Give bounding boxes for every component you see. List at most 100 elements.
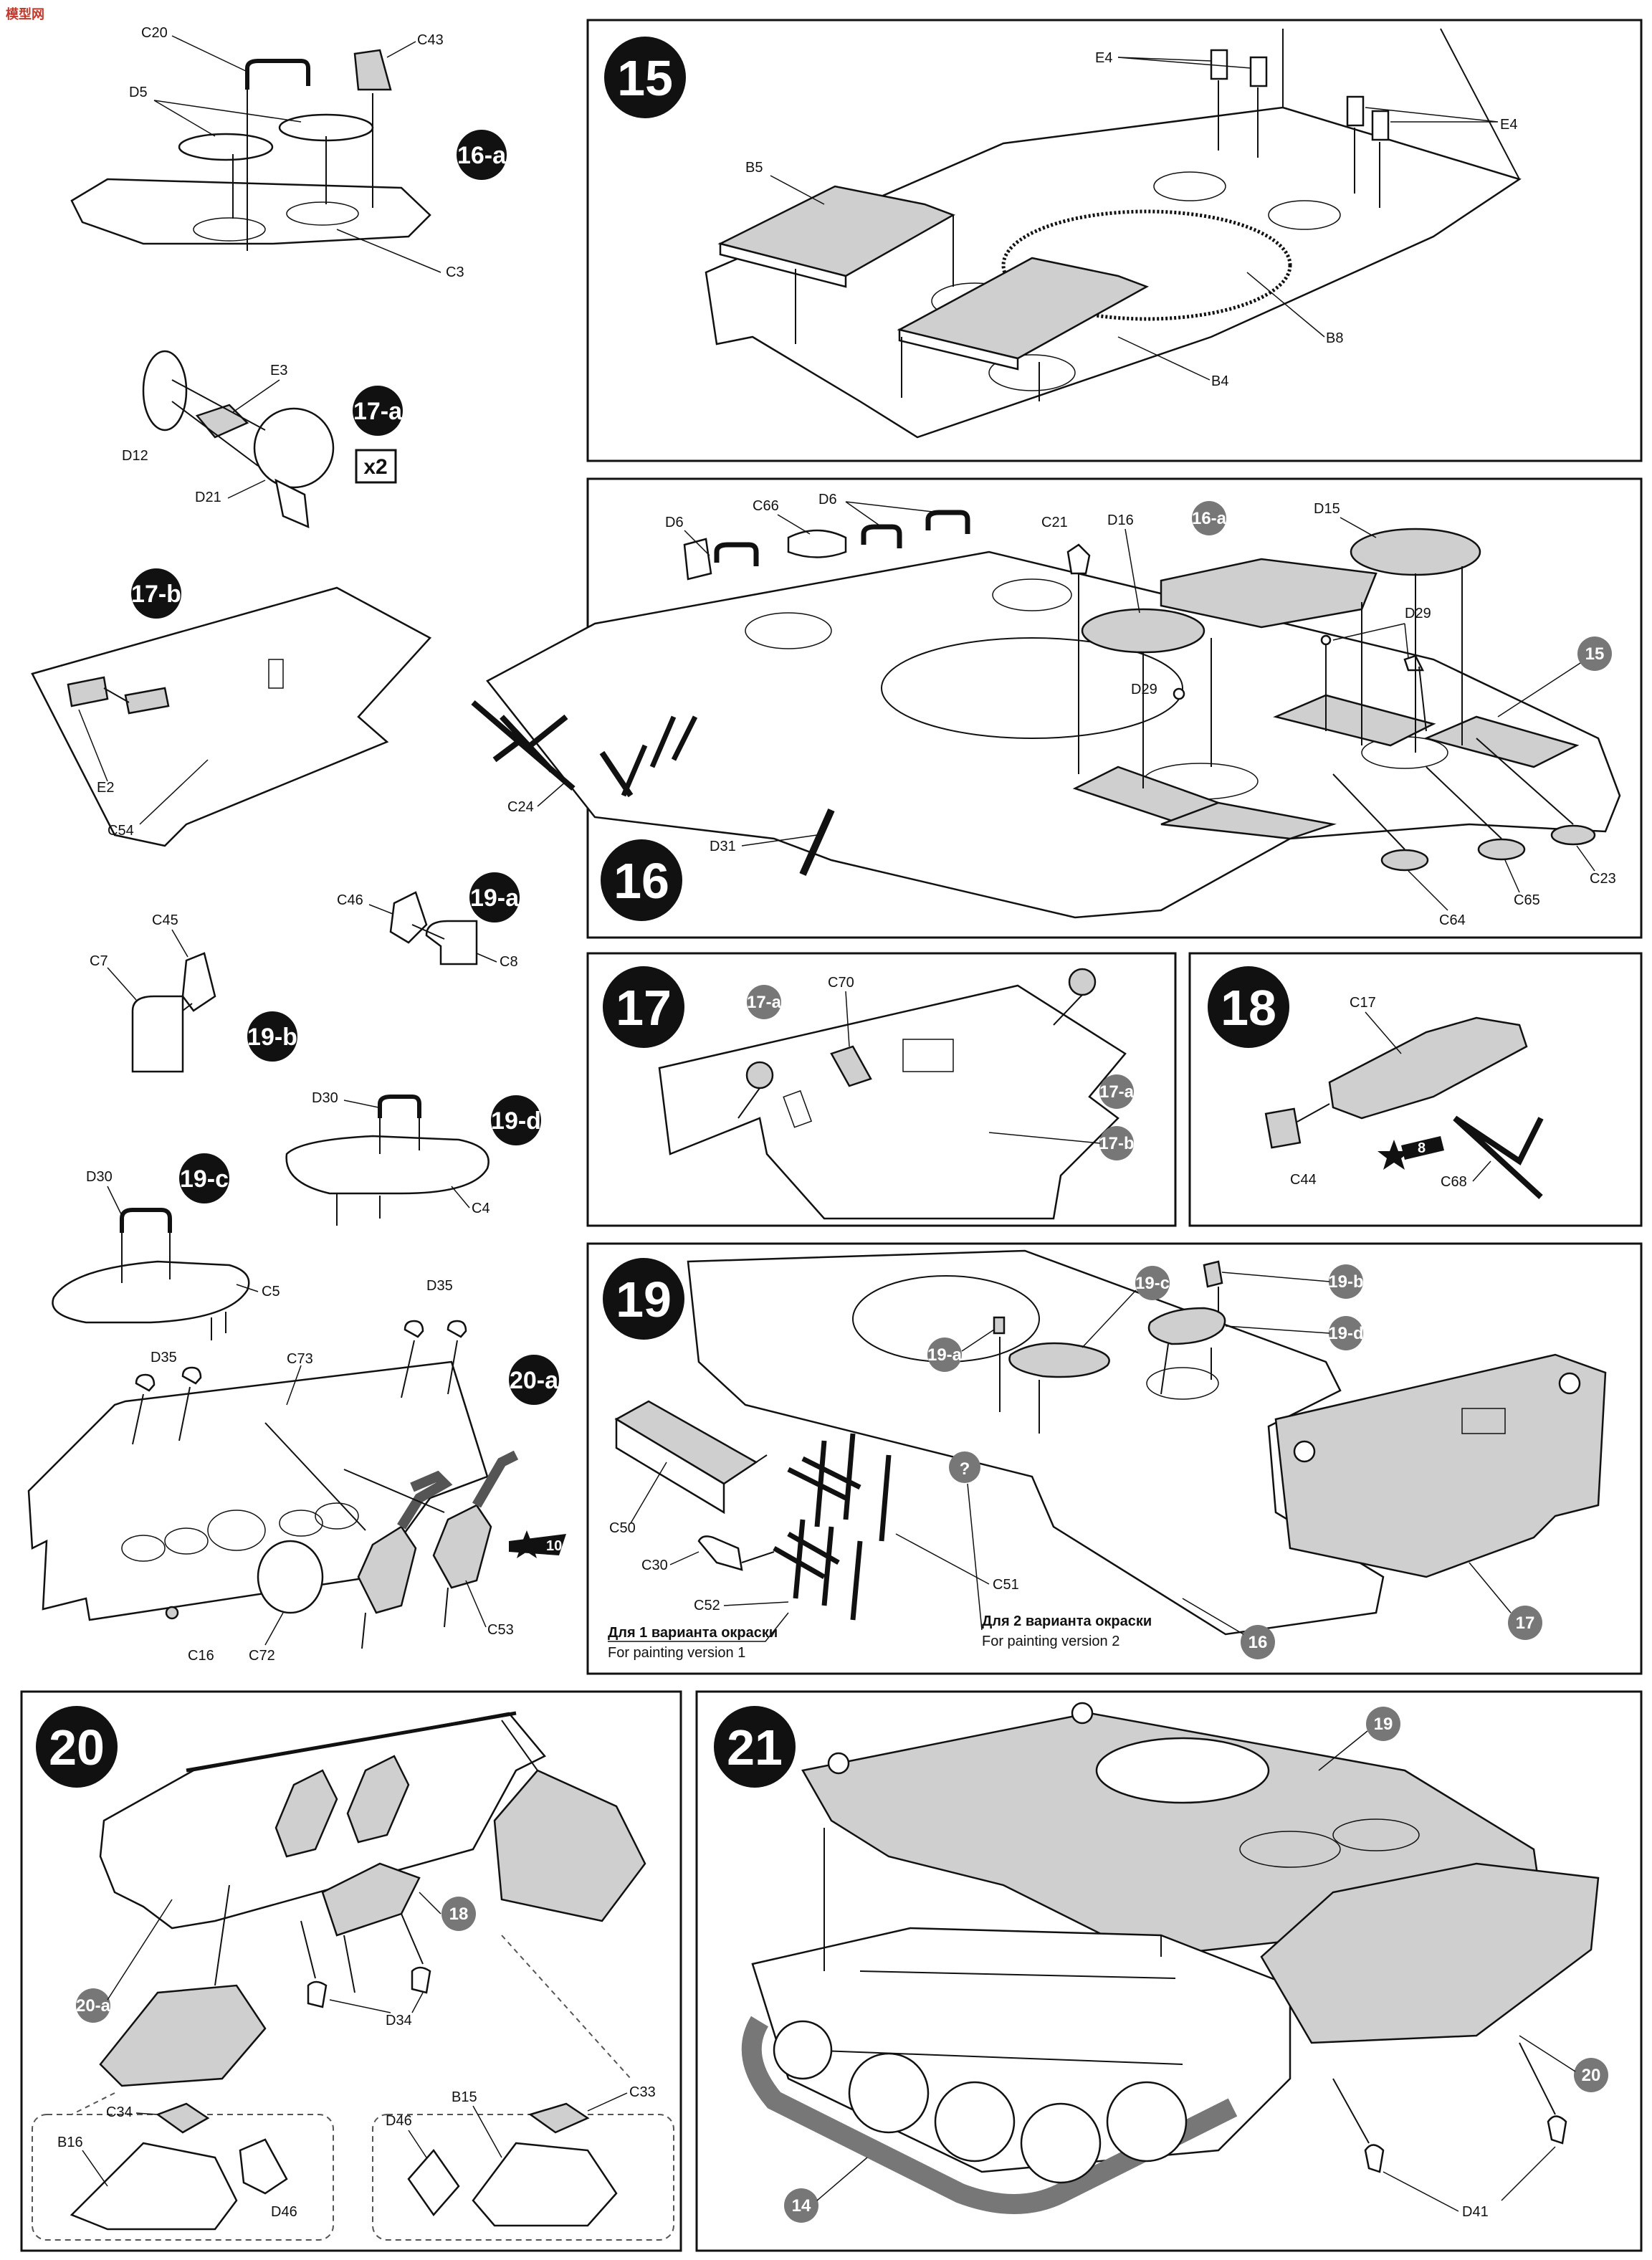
label-e3: E3 <box>270 363 287 378</box>
handle-d30-19c <box>120 1208 172 1233</box>
hull16-grille-3 <box>1273 694 1436 747</box>
part-d29-3 <box>1173 687 1185 700</box>
assembly-line-19a <box>411 924 445 940</box>
label-d31: D31 <box>710 839 736 854</box>
hatch-d5-left <box>178 133 274 161</box>
exhaust-pipe-right <box>472 1450 519 1508</box>
stowage-box-b15 <box>472 2142 618 2227</box>
periscope-installed-2 <box>1558 1372 1581 1395</box>
multiplier-text: x2 <box>363 455 387 479</box>
ref-17a-left-badge <box>747 985 781 1019</box>
leader-c34 <box>135 2112 158 2115</box>
ref-19a-badge <box>927 1338 962 1372</box>
label-d29-left: D29 <box>1131 682 1157 697</box>
label-b16: B16 <box>57 2135 83 2150</box>
leader-version1 <box>608 1612 789 1642</box>
leader-d30-19d <box>343 1100 379 1108</box>
handle-c20 <box>245 59 310 90</box>
frame-20 <box>20 1690 682 2252</box>
label-d41: D41 <box>1462 2204 1489 2220</box>
detail-dash-lines <box>71 1935 631 2115</box>
label-d46-right: D46 <box>386 2113 412 2129</box>
leader-c73 <box>286 1365 302 1406</box>
label-c64: C64 <box>1439 912 1466 928</box>
leader-c5 <box>236 1284 259 1292</box>
part-c46 <box>389 891 428 944</box>
leader-c68 <box>1472 1160 1491 1182</box>
drive-sprocket <box>773 2020 833 2080</box>
deck-plate-17 <box>658 984 1127 1220</box>
leader-c3 <box>336 229 441 273</box>
upper-hull-b8 <box>705 106 1522 439</box>
label-c23: C23 <box>1590 871 1616 887</box>
ref-19c-text: 19-c <box>1135 1274 1170 1293</box>
badge-19a-text: 19-a <box>470 885 520 912</box>
leader-c52 <box>723 1601 789 1606</box>
step-16-number-badge <box>601 839 682 921</box>
part-ref-19b <box>1203 1260 1223 1288</box>
upper-hull-turret-ring <box>1095 1737 1270 1804</box>
leader-d16 <box>1125 528 1140 614</box>
label-b8: B8 <box>1326 330 1343 346</box>
handle-d30-19d <box>378 1095 421 1118</box>
label-d15: D15 <box>1314 501 1340 517</box>
step-17-number: 17 <box>616 980 672 1036</box>
muffler-right <box>432 1504 492 1589</box>
label-b4: B4 <box>1211 373 1228 389</box>
rear-plate-top-edge <box>186 1711 517 1773</box>
road-wheel-4 <box>1106 2081 1188 2163</box>
muffler-installed-1 <box>274 1769 338 1858</box>
leader-c65 <box>1504 859 1520 893</box>
rear-plate-ref-20 <box>1260 1862 1600 2044</box>
ref-17a-right-text: 17-a <box>1099 1082 1135 1102</box>
part-d31 <box>799 808 835 877</box>
step-18-number-badge <box>1208 966 1289 1048</box>
periscope-left <box>745 1061 774 1090</box>
part-c30 <box>697 1535 743 1571</box>
label-d6-left: D6 <box>665 515 684 530</box>
label-d34: D34 <box>386 2013 412 2028</box>
leader-ref-19d <box>1225 1325 1330 1334</box>
handle-d6-4 <box>925 510 970 534</box>
step-15-number-badge <box>604 37 686 118</box>
part-c7 <box>131 995 184 1073</box>
step-19-panel: 19 ? 19-c 19-b 19-a <box>586 1242 1643 1675</box>
step-18-number: 18 <box>1221 980 1276 1036</box>
badge-19a <box>469 872 520 922</box>
road-wheel-1 <box>848 2052 930 2134</box>
ref-19d-badge <box>1329 1316 1363 1350</box>
assembly-lines-d35 <box>132 1340 458 1445</box>
assembly-lines-19c <box>121 1233 171 1283</box>
leader-b15 <box>472 2105 502 2158</box>
lid-c34 <box>156 2102 210 2134</box>
part-d34-1 <box>307 1980 328 2008</box>
step-17-panel: 17 17-a 17-a 17-b C70 <box>586 952 1177 1227</box>
assembly-line-e2 <box>103 687 130 703</box>
label-c17: C17 <box>1350 995 1376 1011</box>
part-d34-2 <box>411 1966 431 1994</box>
ref-17a-right-badge <box>1099 1074 1134 1109</box>
leader-ref-17 <box>1469 1562 1512 1613</box>
hull-opening-3 <box>1153 171 1226 201</box>
hook-d35-3 <box>404 1320 424 1338</box>
leader-ref-19b <box>1221 1272 1330 1282</box>
ref-16-text: 16 <box>1248 1633 1268 1652</box>
step-16-number: 16 <box>613 853 669 909</box>
engine-deck-b4-front <box>898 328 1019 371</box>
step-16-panel: 16 16-a <box>471 477 1643 939</box>
assembly-lines-20a <box>264 1422 445 1531</box>
label-c44: C44 <box>1290 1172 1317 1188</box>
hatch-ref-19d <box>1147 1307 1226 1345</box>
label-d12: D12 <box>122 448 148 464</box>
deck-plate-17-hatch <box>902 1039 954 1072</box>
part-d41-2 <box>1547 2115 1567 2145</box>
part-e4-2 <box>1249 56 1268 87</box>
step-21-number-badge <box>714 1706 796 1788</box>
label-c20: C20 <box>141 25 168 41</box>
leader-d46-right <box>408 2130 427 2158</box>
stowage-box-left <box>99 1984 267 2087</box>
d34-lines <box>300 1913 424 1993</box>
label-c51: C51 <box>993 1577 1019 1593</box>
sprue-c24-2 <box>621 715 698 797</box>
part-e4-3 <box>1346 95 1365 127</box>
